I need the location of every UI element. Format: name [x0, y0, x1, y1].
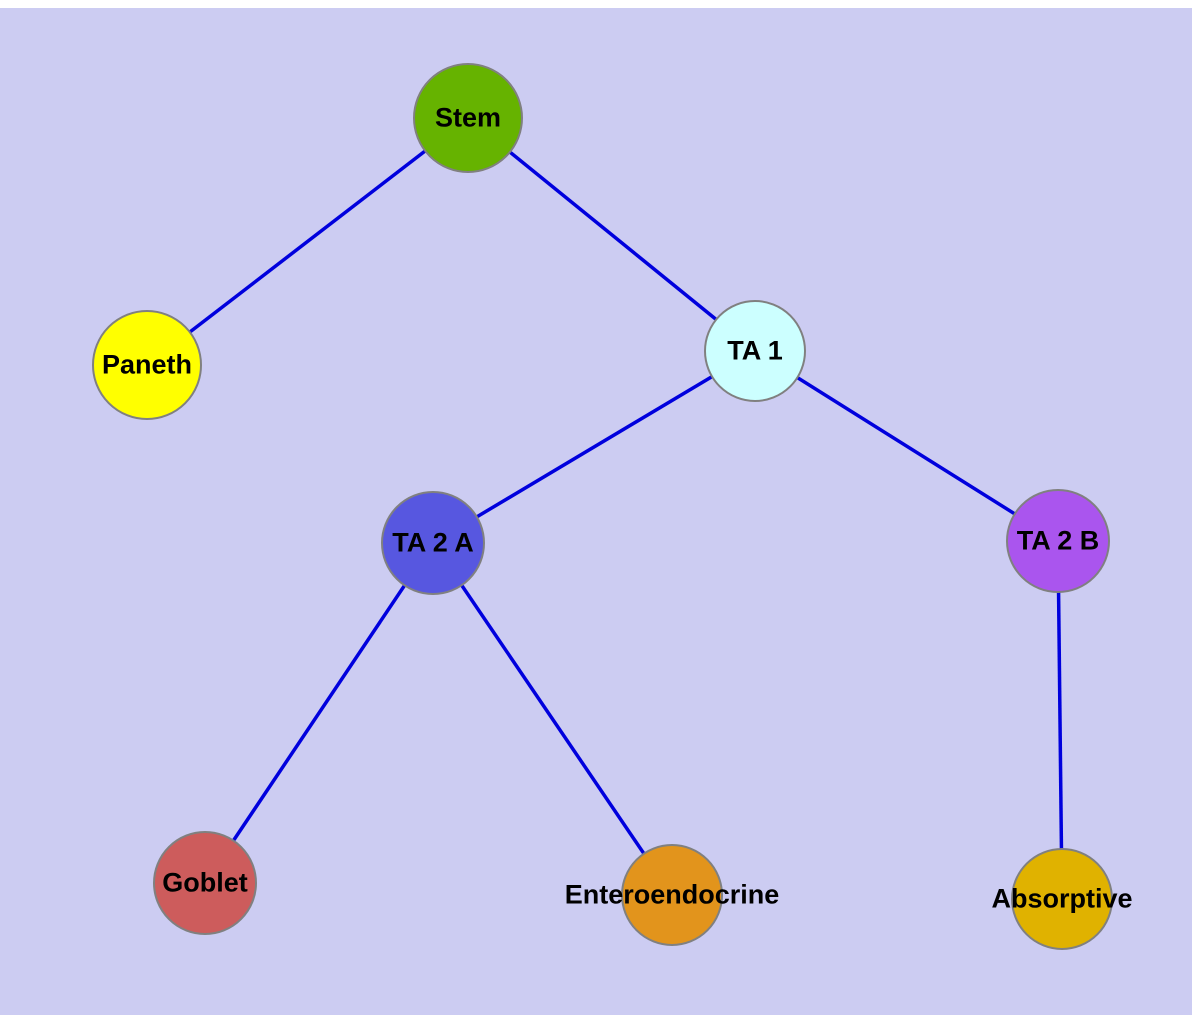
- edge-layer: [145, 116, 1064, 900]
- edge-ta1-ta2a: [432, 349, 756, 545]
- edge-ta1-ta2b: [754, 349, 1059, 543]
- node-goblet[interactable]: [153, 831, 257, 935]
- edge-stem-paneth: [145, 116, 470, 367]
- edge-ta2b-absorptive: [1056, 540, 1064, 900]
- node-absorptive[interactable]: [1011, 848, 1113, 950]
- node-stem[interactable]: [413, 63, 523, 173]
- node-ta1[interactable]: [704, 300, 806, 402]
- edge-ta2a-enteroendocrine: [431, 542, 674, 896]
- node-paneth[interactable]: [92, 310, 202, 420]
- node-ta2a[interactable]: [381, 491, 485, 595]
- node-ta2b[interactable]: [1006, 489, 1110, 593]
- edge-ta2a-goblet: [203, 542, 435, 884]
- node-enteroendocrine[interactable]: [621, 844, 723, 946]
- edge-stem-ta1: [466, 116, 757, 353]
